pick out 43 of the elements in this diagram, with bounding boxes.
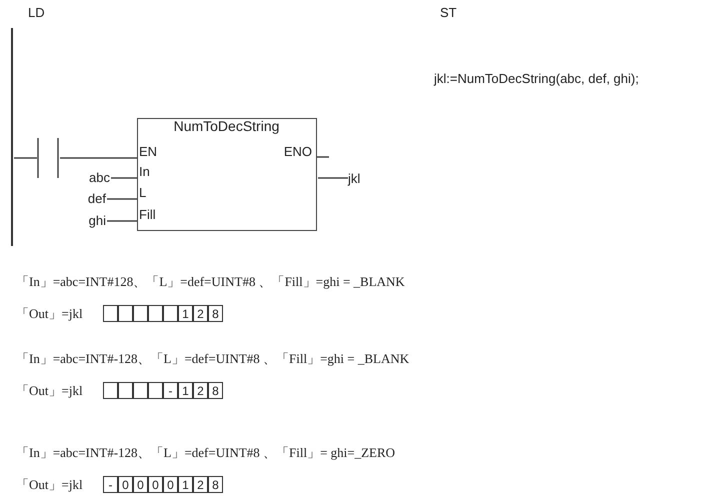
section-heading: ST	[440, 4, 457, 21]
digit-cell: 8	[208, 476, 223, 493]
digit-cell: -	[103, 476, 118, 493]
pin-label: L	[139, 185, 146, 201]
contact-symbol	[37, 138, 59, 178]
digit-cell: 0	[148, 476, 163, 493]
wire	[60, 157, 137, 159]
pin-label: ENO	[284, 144, 312, 160]
digit-cell: -	[163, 382, 178, 399]
variable-label: ghi	[88, 213, 106, 229]
digit-cell: 1	[178, 305, 193, 322]
block-title: NumToDecString	[172, 118, 280, 134]
output-text: 「Out」=jkl	[16, 305, 83, 322]
output-text: 「Out」=jkl	[16, 382, 83, 399]
digit-cell: 1	[178, 476, 193, 493]
digit-cell: 2	[193, 476, 208, 493]
wire	[107, 220, 137, 222]
section-heading: LD	[28, 4, 45, 21]
pin-label: Fill	[139, 207, 156, 223]
wire	[317, 156, 329, 158]
variable-label: abc	[89, 170, 110, 186]
wire	[111, 177, 137, 179]
wire	[14, 157, 37, 159]
digit-cell: 8	[208, 382, 223, 399]
variable-label: def	[88, 191, 106, 207]
digit-cell: 2	[193, 382, 208, 399]
digit-cell: 2	[193, 305, 208, 322]
digit-cell: 0	[133, 476, 148, 493]
condition-text: 「In」=abc=INT#-128、「L」=def=UINT#8 、「Fill」= ghi=_ZERO	[16, 444, 396, 461]
condition-text: 「In」=abc=INT#128、「L」=def=UINT#8 、「Fill」=ghi = _BLANK	[16, 273, 405, 290]
function-block	[137, 118, 317, 231]
code-line: jkl:=NumToDecString(abc, def, ghi);	[434, 70, 639, 87]
condition-text: 「In」=abc=INT#-128、「L」=def=UINT#8 、「Fill」=ghi = _BLANK	[16, 350, 410, 367]
digit-cell: 0	[118, 476, 133, 493]
pin-label: In	[139, 164, 150, 180]
digit-cell: 1	[178, 382, 193, 399]
output-text: 「Out」=jkl	[16, 476, 83, 493]
variable-label: jkl	[348, 171, 360, 187]
wire	[318, 177, 348, 179]
digit-cell: 8	[208, 305, 223, 322]
pin-label: EN	[139, 144, 158, 160]
wire	[107, 198, 137, 200]
digit-cell: 0	[163, 476, 178, 493]
